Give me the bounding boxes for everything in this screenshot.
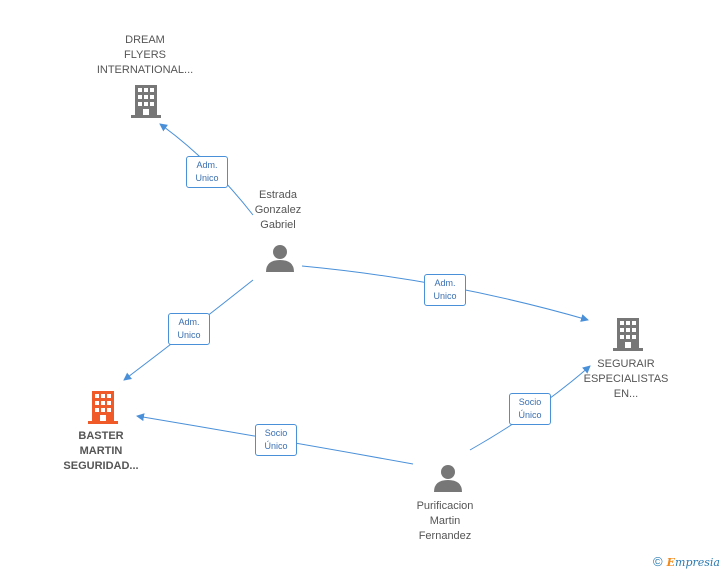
brand-logo-e: E — [666, 556, 676, 569]
person-icon — [434, 465, 462, 492]
node-label-purificacion[interactable]: Purificacion Martin Fernandez — [416, 500, 474, 542]
node-label-segurair[interactable]: SEGURAIR ESPECIALISTAS EN... — [583, 358, 669, 400]
building-icon — [613, 318, 643, 351]
edge-label-socio-unico: Socio Único — [509, 393, 551, 425]
node-label-estrada[interactable]: Estrada Gonzalez Gabriel — [254, 189, 302, 231]
node-label-baster[interactable]: BASTER MARTIN SEGURIDAD... — [63, 430, 139, 472]
person-icon — [266, 245, 294, 272]
building-icon — [88, 391, 118, 424]
edge-label-adm-unico: Adm. Unico — [186, 156, 228, 188]
brand-logo-text: mpresia — [675, 556, 720, 569]
node-label-dream[interactable]: DREAM FLYERS INTERNATIONAL... — [96, 34, 194, 76]
building-icon — [131, 85, 161, 118]
edge-label-adm-unico: Adm. Unico — [424, 274, 466, 306]
edge-label-socio-unico: Socio Único — [255, 424, 297, 456]
copyright-icon: © — [653, 554, 663, 569]
edge-label-adm-unico: Adm. Unico — [168, 313, 210, 345]
brand-footer: ©Empresia — [653, 554, 720, 569]
